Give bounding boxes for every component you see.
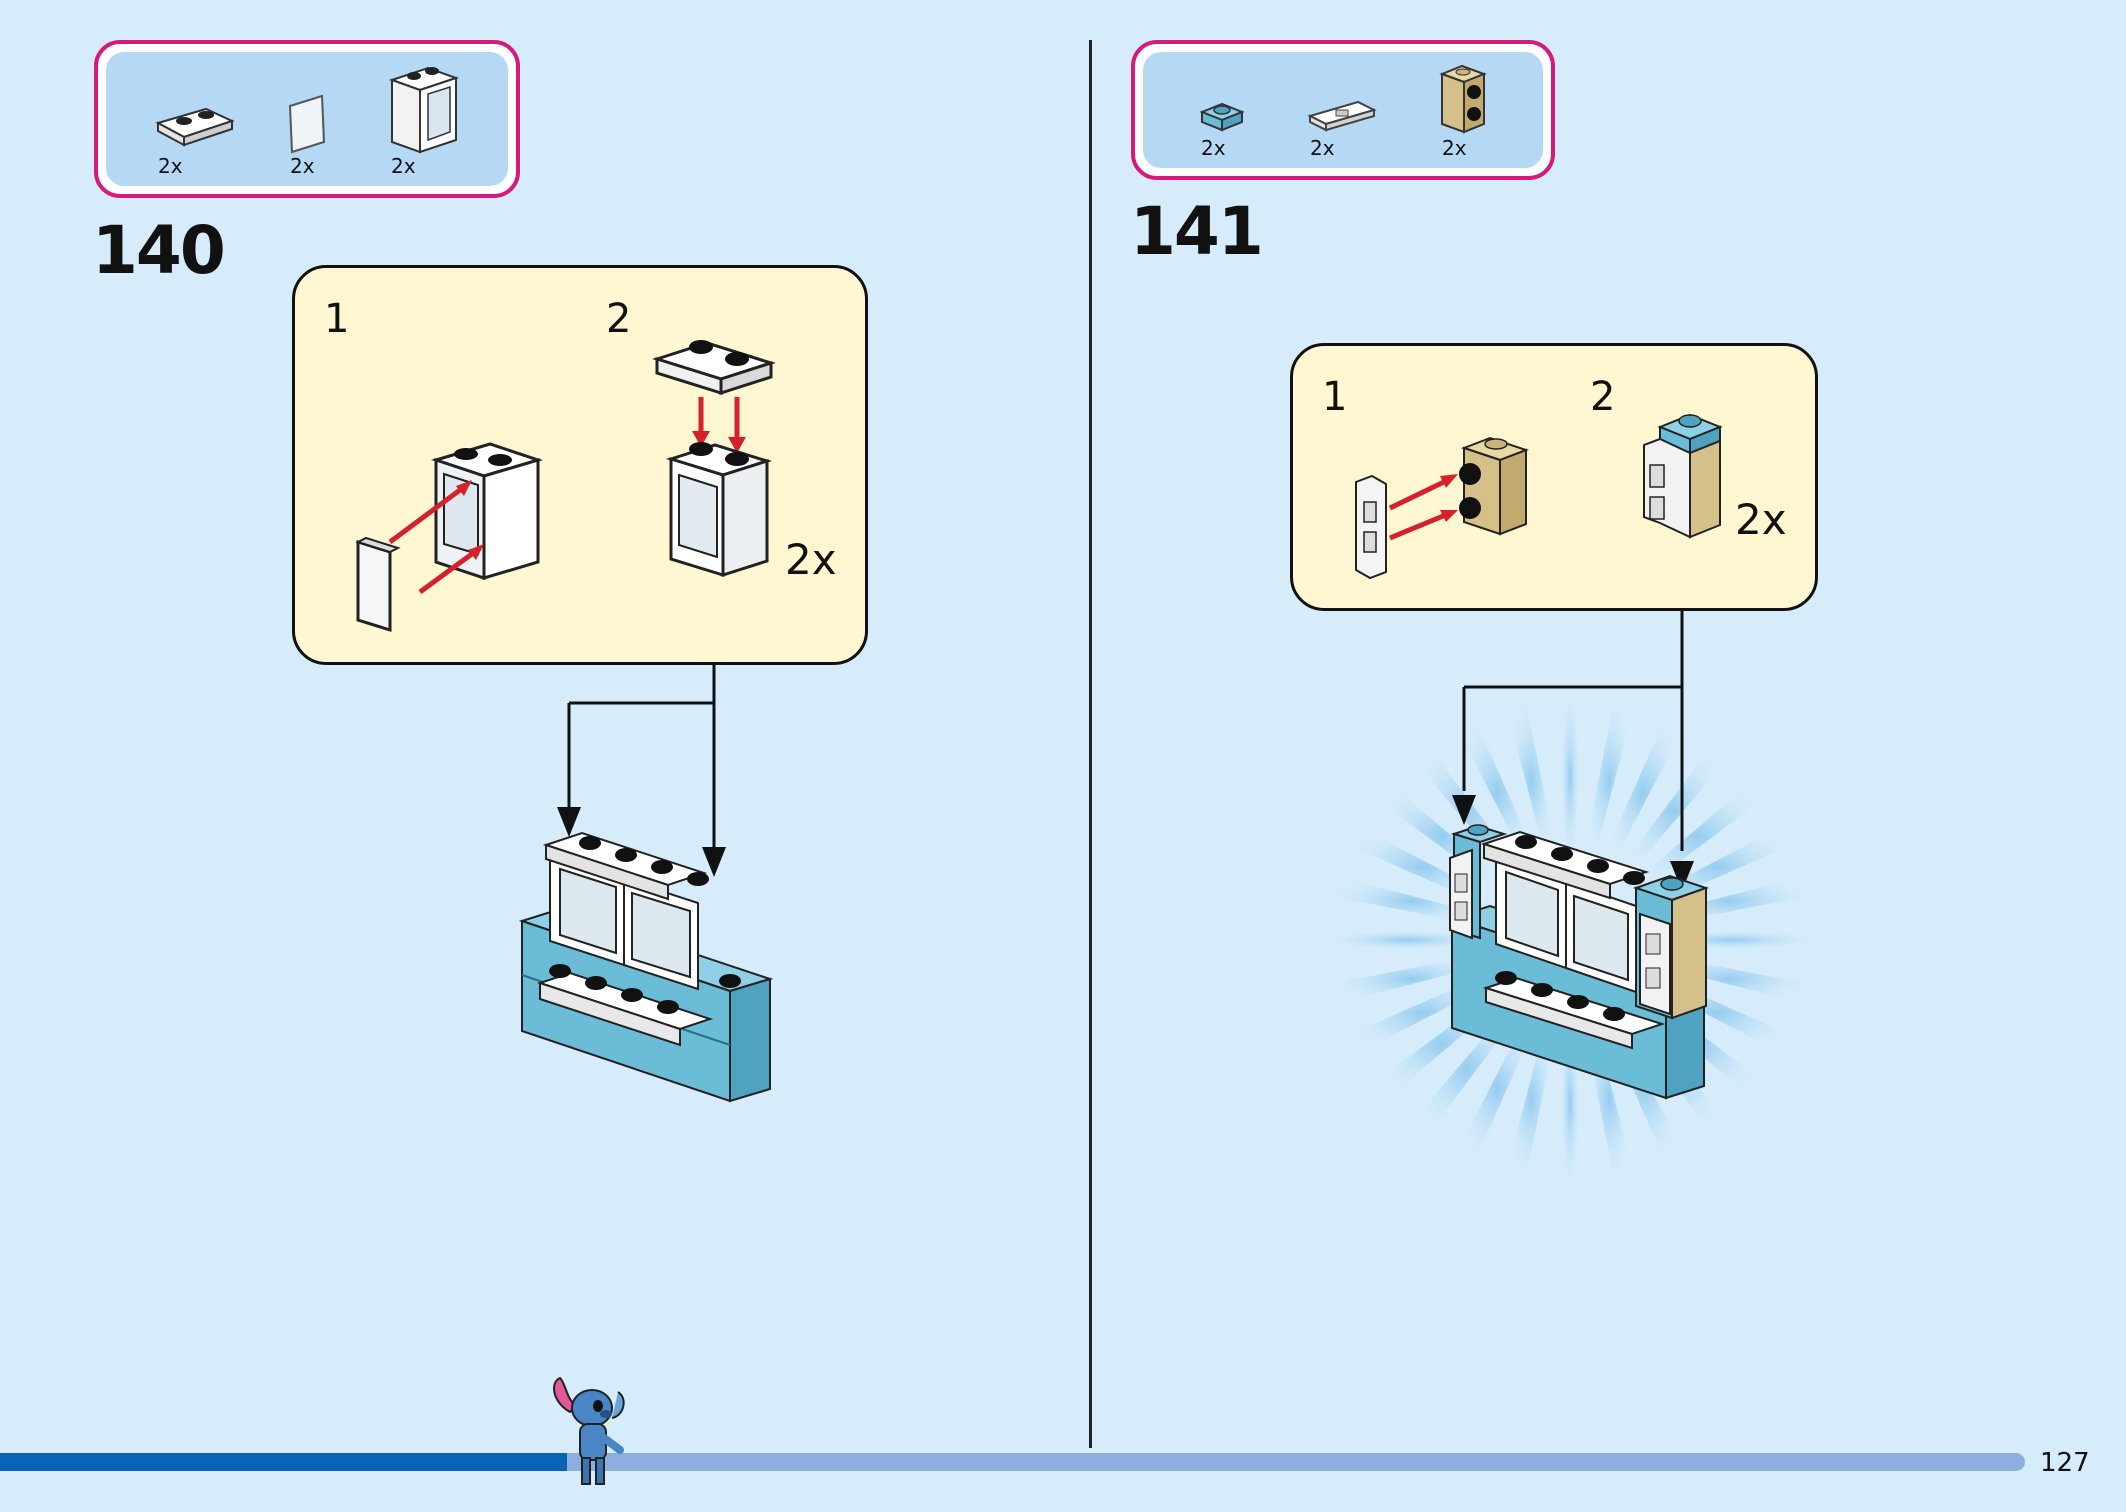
substep-number-1: 1 <box>324 296 350 342</box>
model-illustration-141 <box>1448 824 1710 1100</box>
tile-clip-icon <box>1307 100 1377 132</box>
page-number: 127 <box>2040 1448 2090 1478</box>
part-qty: 2x <box>391 154 416 178</box>
step-number-140: 140 <box>92 212 226 289</box>
callout-connector-140 <box>557 665 726 877</box>
clip-brick-assembled-illustration <box>1643 413 1723 539</box>
mascot-figure-icon <box>553 1376 625 1485</box>
callout-connector-141 <box>1452 611 1694 891</box>
progress-track <box>567 1453 2025 1471</box>
substep-number-2: 2 <box>1590 374 1616 420</box>
burst-ray <box>1621 772 1776 901</box>
burst-ray <box>1595 705 1691 880</box>
part-qty: 2x <box>1310 136 1335 160</box>
progress-bar-fill <box>0 1453 567 1471</box>
plate-on-window-illustration <box>652 340 776 578</box>
part-qty: 2x <box>290 154 315 178</box>
substep-multiplier: 2x <box>785 535 837 584</box>
burst-ray <box>1580 689 1638 874</box>
model-illustration-140 <box>518 831 774 1103</box>
burst-ray <box>1502 689 1560 874</box>
window-glass-icon <box>288 94 326 154</box>
substep-number-2: 2 <box>606 296 632 342</box>
burst-ray <box>1559 685 1581 871</box>
step-number-141: 141 <box>1130 193 1264 270</box>
clip-to-brick-illustration <box>1355 436 1529 580</box>
plate-1x2-rail-icon <box>155 107 235 147</box>
substep-number-1: 1 <box>1322 374 1348 420</box>
part-qty: 2x <box>1442 136 1467 160</box>
window-frame-icon <box>388 66 460 154</box>
substep-multiplier: 2x <box>1735 495 1787 544</box>
window-assembly-illustration <box>355 442 543 633</box>
burst-ray <box>1609 734 1738 889</box>
part-qty: 2x <box>1201 136 1226 160</box>
plate-1x1-round-icon <box>1199 102 1245 132</box>
page-divider <box>1089 40 1092 1448</box>
brick-studs-side-icon <box>1439 64 1487 134</box>
part-qty: 2x <box>158 154 183 178</box>
